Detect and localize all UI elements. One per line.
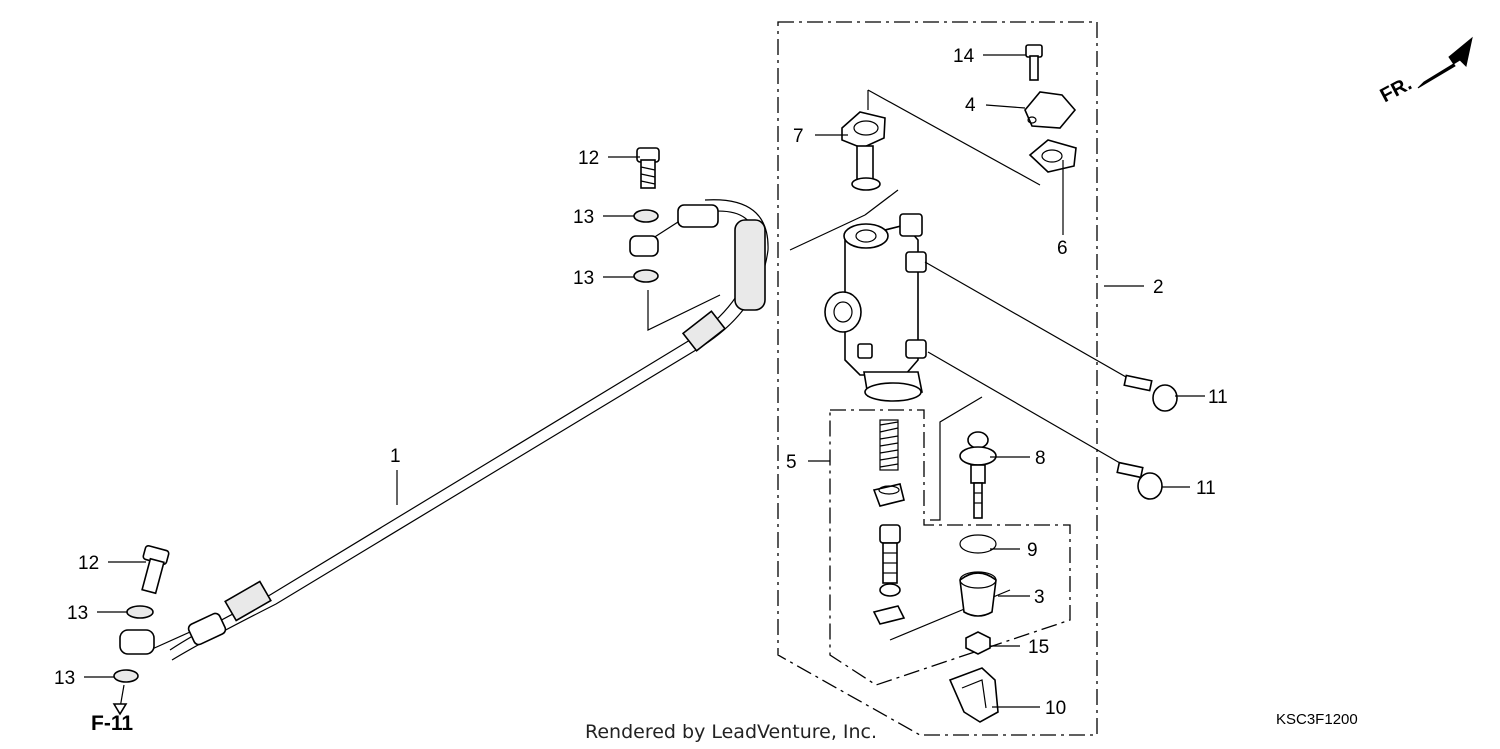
boot (959, 572, 997, 617)
callout-2: 2 (1153, 277, 1164, 298)
assembly-boundary-5 (829, 409, 1071, 686)
callout-11a: 11 (1208, 387, 1228, 408)
banjo-upper (629, 235, 659, 257)
callout-9: 9 (1027, 540, 1038, 561)
front-indicator-label: FR. (1377, 73, 1416, 108)
nut (965, 631, 991, 655)
callout-8: 8 (1035, 448, 1046, 469)
sealing-washer-upper-1 (633, 209, 659, 223)
leader-lines (84, 54, 1205, 708)
hose-fitting-lower (187, 612, 227, 646)
lower-banjo-assembly (112, 545, 170, 716)
sealing-washer-lower-1 (126, 605, 154, 619)
diagram-code: KSC3F1200 (1276, 711, 1358, 728)
callout-12a: 12 (578, 148, 599, 169)
callout-12b: 12 (78, 553, 99, 574)
hose-sleeve-lower (224, 580, 272, 622)
front-arrow-icon (1417, 36, 1473, 89)
front-indicator: FR. (1377, 36, 1473, 108)
credit-text: Rendered by LeadVenture, Inc. (585, 721, 877, 743)
callout-11b: 11 (1196, 478, 1216, 499)
mounting-bolts (924, 261, 1178, 500)
assembly-boundary-2 (777, 21, 1098, 736)
callout-13c: 13 (67, 603, 88, 624)
push-rod (959, 431, 997, 519)
callout-7: 7 (793, 126, 804, 147)
diaphragm-plate (1028, 139, 1077, 173)
sealing-washer-upper-2 (633, 269, 659, 283)
assembly-boundary-8 (930, 396, 983, 521)
circlip (959, 534, 997, 554)
callout-6: 6 (1057, 238, 1068, 259)
callout-4: 4 (965, 95, 976, 116)
callout-15: 15 (1028, 637, 1049, 658)
master-cylinder-body (789, 189, 927, 402)
hose-sleeve-upper (681, 310, 727, 352)
callout-labels: 1 2 3 4 5 6 7 8 9 10 11 11 12 12 13 13 1… (54, 46, 1228, 719)
reference-label: F-11 (91, 712, 133, 735)
callout-13a: 13 (573, 207, 594, 228)
piston-set (872, 419, 906, 625)
clevis (948, 667, 999, 723)
hose-sleeve-bend (734, 219, 766, 311)
brake-hose (149, 199, 769, 661)
reservoir-joint (841, 111, 886, 191)
callout-1: 1 (390, 446, 401, 467)
upper-banjo-assembly (629, 147, 721, 331)
callout-14: 14 (953, 46, 975, 67)
callout-5: 5 (786, 452, 797, 473)
lower-components (948, 534, 999, 723)
callout-3: 3 (1034, 587, 1045, 608)
callout-10: 10 (1045, 698, 1066, 719)
sealing-washer-lower-2 (113, 669, 139, 683)
banjo-lower (119, 629, 155, 655)
reservoir-cap-assembly (867, 44, 1077, 186)
reservoir-cap (1024, 91, 1077, 129)
hose-fitting-upper (677, 204, 719, 228)
callout-13b: 13 (573, 268, 594, 289)
callout-13d: 13 (54, 668, 75, 689)
